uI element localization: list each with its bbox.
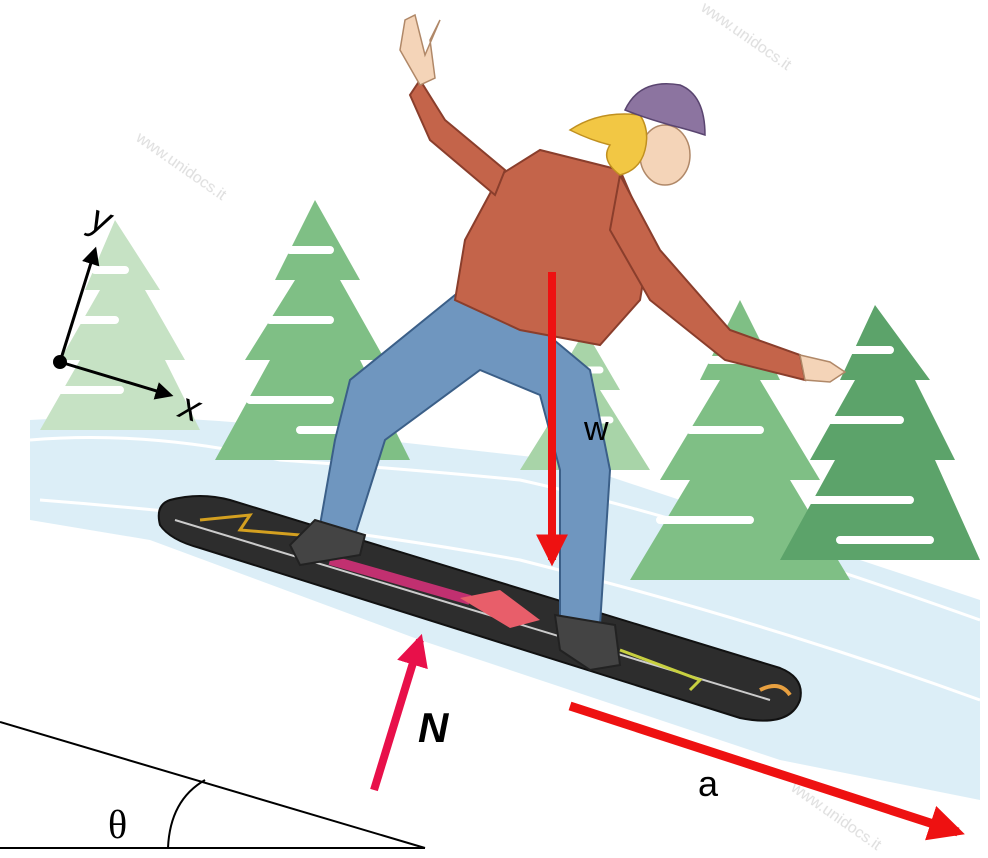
right-hand (800, 355, 845, 382)
incline-angle: θ (0, 722, 425, 848)
incline-hypotenuse (0, 722, 425, 848)
acceleration-label: a (698, 763, 719, 804)
watermark-text-1: www.unidocs.it (697, 0, 795, 74)
angle-arc (168, 780, 205, 848)
normal-force-label: N (418, 704, 450, 751)
left-arm (410, 80, 505, 195)
left-hand (400, 15, 440, 85)
right-arm (610, 175, 805, 380)
normal-force-arrow (374, 640, 420, 790)
pine-tree-far-left (40, 220, 200, 430)
angle-label: θ (108, 802, 127, 847)
head (640, 125, 690, 185)
weight-label: w (583, 410, 609, 448)
axes-origin (53, 355, 67, 369)
pine-tree-right (780, 305, 980, 560)
watermark-text-2: www.unidocs.it (132, 129, 230, 205)
